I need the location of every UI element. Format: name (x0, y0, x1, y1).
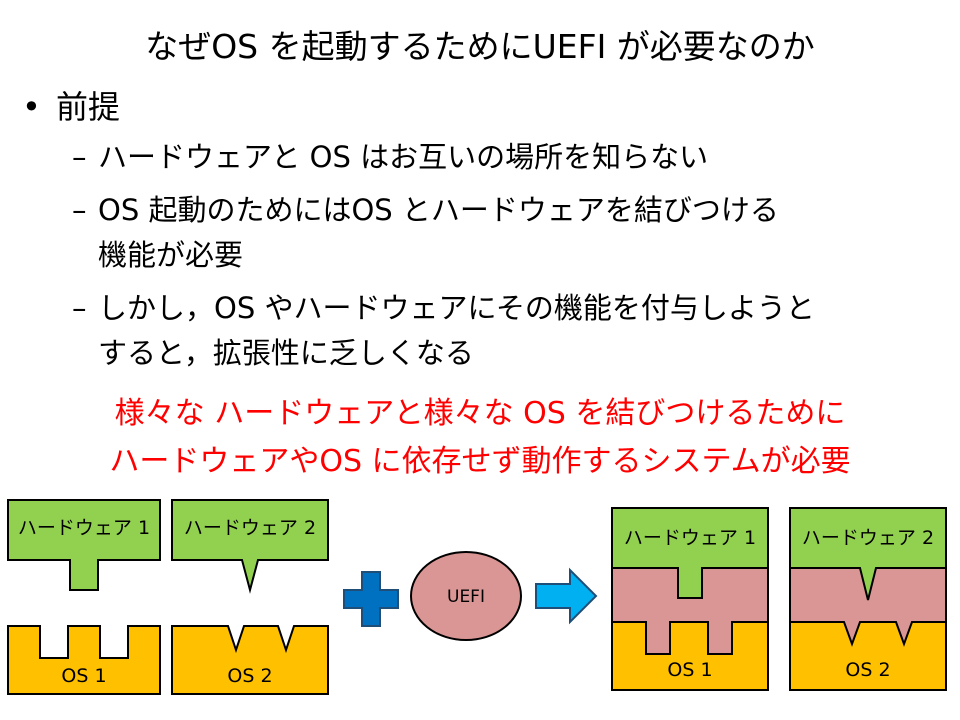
slide-title: なぜOS を起動するためにUEFI が必要なのか (145, 27, 815, 66)
sub-item-text: ハードウェアと OS はお互いの場所を知らない (98, 140, 709, 174)
conclusion-line-2: ハードウェアやOS に依存せず動作するシステムが必要 (109, 444, 851, 479)
bullet-label: 前提 (56, 88, 121, 126)
os-1-label: OS 1 (61, 665, 106, 687)
sub-item-1: –ハードウェアと OS はお互いの場所を知らない (72, 135, 708, 180)
hardware-1-block (7, 499, 161, 591)
dash-icon: – (72, 193, 87, 227)
sub-item-3: –しかし，OS やハードウェアにその機能を付与しようと (72, 286, 815, 331)
os-1-block-right (611, 621, 769, 691)
right-arrow-icon (535, 567, 598, 625)
os-1-label-right: OS 1 (667, 659, 712, 681)
plus-icon (343, 571, 399, 627)
dash-icon: – (72, 140, 87, 174)
uefi-ellipse (410, 551, 522, 641)
bullet-premise: • 前提 (22, 82, 120, 128)
sub-item-2: –OS 起動のためにはOS とハードウェアを結びつける (72, 188, 779, 233)
hardware-2-label: ハードウェア 2 (184, 517, 316, 539)
hardware-2-block-right (789, 507, 947, 601)
sub-item-2-continued: 機能が必要 (98, 238, 244, 272)
conclusion-line-1: 様々な ハードウェアと様々な OS を結びつけるために (114, 396, 846, 431)
sub-item-text: OS 起動のためにはOS とハードウェアを結びつける (98, 193, 779, 227)
os-2-label-right: OS 2 (845, 659, 890, 681)
hardware-1-label-right: ハードウェア 1 (624, 527, 756, 549)
os-2-block-right (789, 621, 947, 691)
hardware-1-label: ハードウェア 1 (18, 517, 150, 539)
hardware-1-block-right (611, 507, 769, 599)
sub-item-3-continued: すると，拡張性に乏しくなる (98, 336, 474, 370)
hardware-2-label-right: ハードウェア 2 (802, 527, 934, 549)
sub-item-text: しかし，OS やハードウェアにその機能を付与しようと (98, 291, 815, 325)
os-2-label: OS 2 (227, 665, 272, 687)
dash-icon: – (72, 291, 87, 325)
uefi-label: UEFI (447, 587, 485, 607)
os-2-block (171, 625, 329, 695)
hardware-2-block (171, 499, 329, 594)
bullet-dot-icon: • (22, 88, 41, 126)
os-1-block (7, 625, 161, 695)
